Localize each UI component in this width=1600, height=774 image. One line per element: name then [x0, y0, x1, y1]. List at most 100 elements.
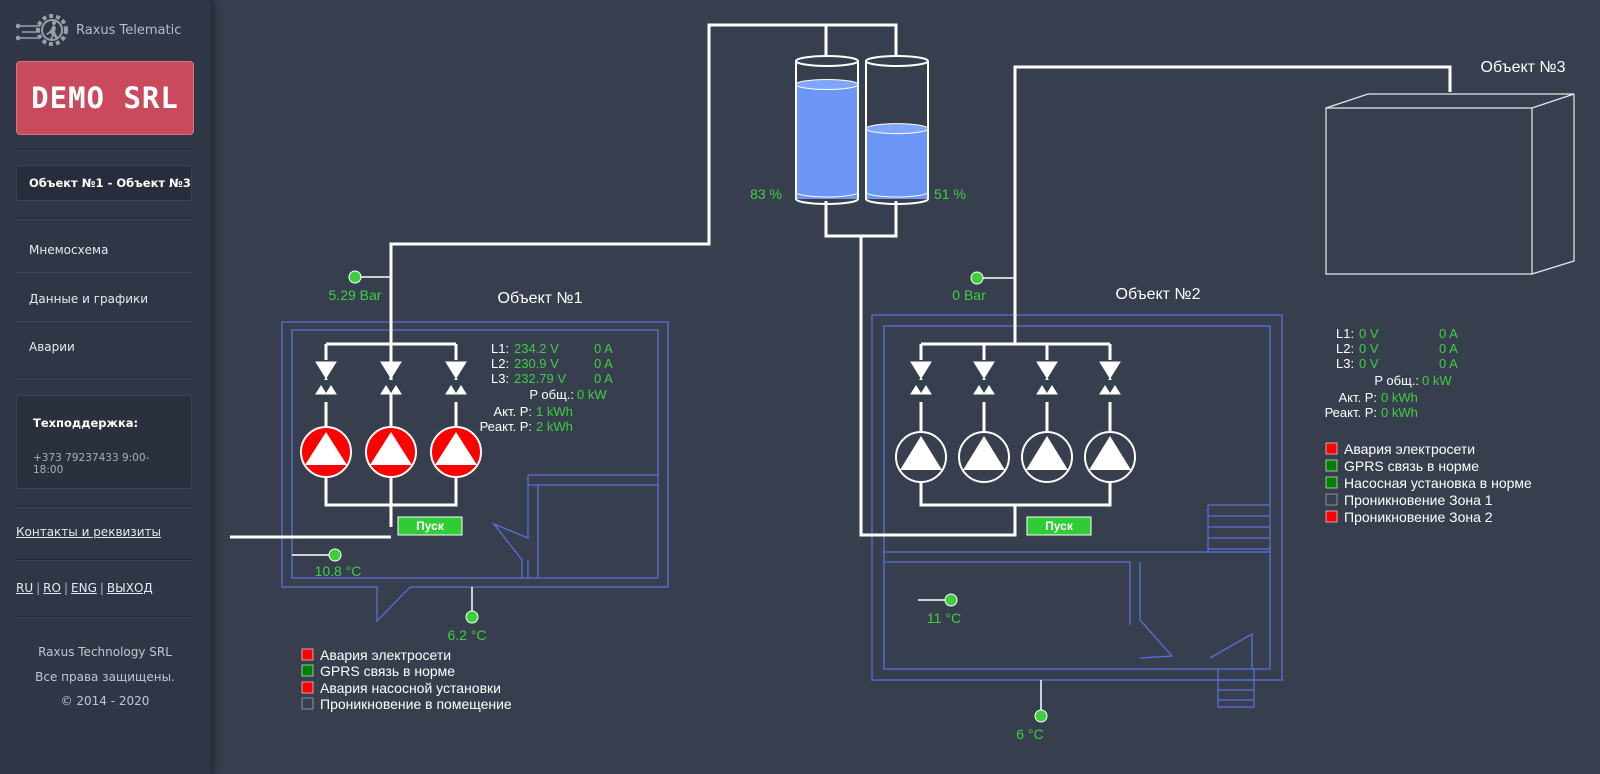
alarm-label: GPRS связь в норме [320, 663, 455, 679]
object3-p-total: 0 kW [1422, 373, 1452, 388]
object3-l2-label: L2: [1336, 341, 1354, 356]
object2-temp-outside-sensor[interactable] [1034, 709, 1048, 723]
object3-electrical-readings: L1: 0 V 0 A L2: 0 V 0 A L3: 0 V 0 A P об… [1325, 326, 1459, 420]
object2-start-button[interactable]: Пуск [1026, 516, 1092, 536]
pump-2-2[interactable] [958, 431, 1010, 483]
lang-eng-link[interactable]: ENG [71, 581, 97, 595]
alarm-label: Проникновение Зона 1 [1344, 492, 1493, 508]
object3-p-total-label: P общ.: [1374, 373, 1419, 388]
footer: Raxus Technology SRL Все права защищены.… [0, 640, 210, 714]
pump-2-4[interactable] [1084, 431, 1136, 483]
object1-temp-inside-sensor[interactable] [328, 548, 342, 562]
object1-act: 1 kWh [536, 404, 573, 419]
water-tank-left [795, 55, 859, 205]
object1-building [281, 321, 669, 623]
divider [16, 616, 192, 618]
support-phone: +373 79237433 9:00-18:00 [33, 452, 150, 476]
object3-title: Объект №3 [1481, 59, 1566, 76]
company-name: DEMO SRL [31, 81, 179, 115]
object1-electrical-readings: L1: 234.2 V 0 A L2: 230.9 V 0 A L3: 232.… [480, 341, 614, 434]
pump-triangle-icon [1026, 436, 1068, 470]
object1-l3-current: 0 A [594, 371, 613, 386]
divider [16, 377, 192, 379]
alarm-indicator [301, 697, 314, 710]
alarm-label: Авария насосной установки [320, 680, 501, 696]
pump-1-1[interactable] [300, 426, 352, 478]
object2-valves [910, 361, 1121, 395]
support-title: Техподдержка: [33, 416, 139, 430]
alarm-label: Проникновение Зона 2 [1344, 509, 1493, 525]
alarm-indicator [301, 648, 314, 661]
tank-left-level: 83 % [750, 186, 782, 202]
object1-start-label: Пуск [416, 519, 445, 533]
alarm-indicator [1325, 510, 1338, 523]
tank-left-surface [795, 78, 859, 90]
alarm-indicator [1325, 476, 1338, 489]
object1-alarm-list: Авария электросети GPRS связь в норме Ав… [301, 647, 512, 712]
valve-icon [1036, 361, 1058, 395]
object-selector[interactable]: Объект №1 - Объект №3 [16, 165, 192, 201]
tank-right-water [866, 128, 928, 199]
object3-act: 0 kWh [1381, 390, 1418, 405]
object1-l1-current: 0 A [594, 341, 613, 356]
logout-link[interactable]: ВЫХОД [106, 581, 153, 595]
pipes [230, 23, 1452, 539]
lang-ro-link[interactable]: RO [43, 581, 61, 595]
nav-item-alarms[interactable]: Аварии [29, 340, 75, 354]
pump-1-3[interactable] [430, 426, 482, 478]
object1-l2-voltage: 230.9 V [514, 356, 559, 371]
object2-pressure-sensor[interactable] [970, 271, 984, 285]
pump-triangle-icon [370, 432, 412, 465]
object2-temp-inside-sensor[interactable] [944, 593, 958, 607]
object3-l3-current: 0 A [1439, 356, 1458, 371]
footer-copyright: © 2014 - 2020 [60, 694, 150, 708]
lang-ru-link[interactable]: RU [16, 581, 34, 595]
nav-item-mnemoscheme[interactable]: Мнемосхема [16, 227, 192, 273]
language-bar: RU|RO|ENG|ВЫХОД [16, 581, 153, 595]
object3-l1-voltage: 0 V [1359, 326, 1379, 341]
object2-temp-outside: 6 °C [1016, 726, 1043, 742]
object3-alarm-list: Авария электросети GPRS связь в норме На… [1325, 441, 1532, 525]
pump-2-1[interactable] [895, 431, 947, 483]
object2-building [871, 314, 1283, 708]
tank-right-surface [865, 123, 929, 135]
brand-name: Raxus Telematic [76, 22, 182, 38]
object1-temp-outside-sensor[interactable] [465, 610, 479, 624]
raxus-gear-logo-icon [16, 14, 68, 46]
divider [16, 149, 192, 151]
object1-start-button[interactable]: Пуск [397, 516, 463, 536]
object3-building [1325, 93, 1575, 275]
support-box: Техподдержка: +373 79237433 9:00-18:00 [16, 395, 192, 489]
object1-temp-outside: 6.2 °C [447, 627, 486, 643]
pump-2-3[interactable] [1021, 431, 1073, 483]
alarm-indicator [301, 664, 314, 677]
brand[interactable]: Raxus Telematic [16, 12, 181, 48]
pump-triangle-icon [1089, 436, 1131, 470]
pump-1-2[interactable] [365, 426, 417, 478]
object1-valves [315, 361, 467, 395]
object1-p-total-label: P общ.: [529, 387, 574, 402]
nav-item-data-charts[interactable]: Данные и графики [16, 276, 192, 322]
sidebar: Raxus Telematic DEMO SRL Объект №1 - Объ… [0, 0, 213, 774]
object3-l2-current: 0 A [1439, 341, 1458, 356]
pump-triangle-icon [305, 432, 347, 465]
object1-l3-label: L3: [491, 371, 509, 386]
footer-company: Raxus Technology SRL [38, 645, 172, 659]
object2-start-label: Пуск [1045, 519, 1074, 533]
water-tank-right [865, 55, 929, 205]
alarm-indicator [1325, 442, 1338, 455]
object2-title: Объект №2 [1116, 286, 1201, 303]
alarm-indicator [301, 681, 314, 694]
object1-l2-label: L2: [491, 356, 509, 371]
valve-icon [380, 361, 402, 395]
valve-icon [445, 361, 467, 395]
alarm-label: Насосная установка в норме [1344, 475, 1532, 491]
contacts-link[interactable]: Контакты и реквизиты [16, 525, 161, 539]
alarm-label: Авария электросети [1344, 441, 1475, 457]
object1-pressure-sensor[interactable] [348, 270, 362, 284]
sensor-lines [292, 276, 1042, 716]
object3-react-label: Реакт. P: [1325, 405, 1377, 420]
divider [16, 559, 192, 561]
object3-l3-label: L3: [1336, 356, 1354, 371]
